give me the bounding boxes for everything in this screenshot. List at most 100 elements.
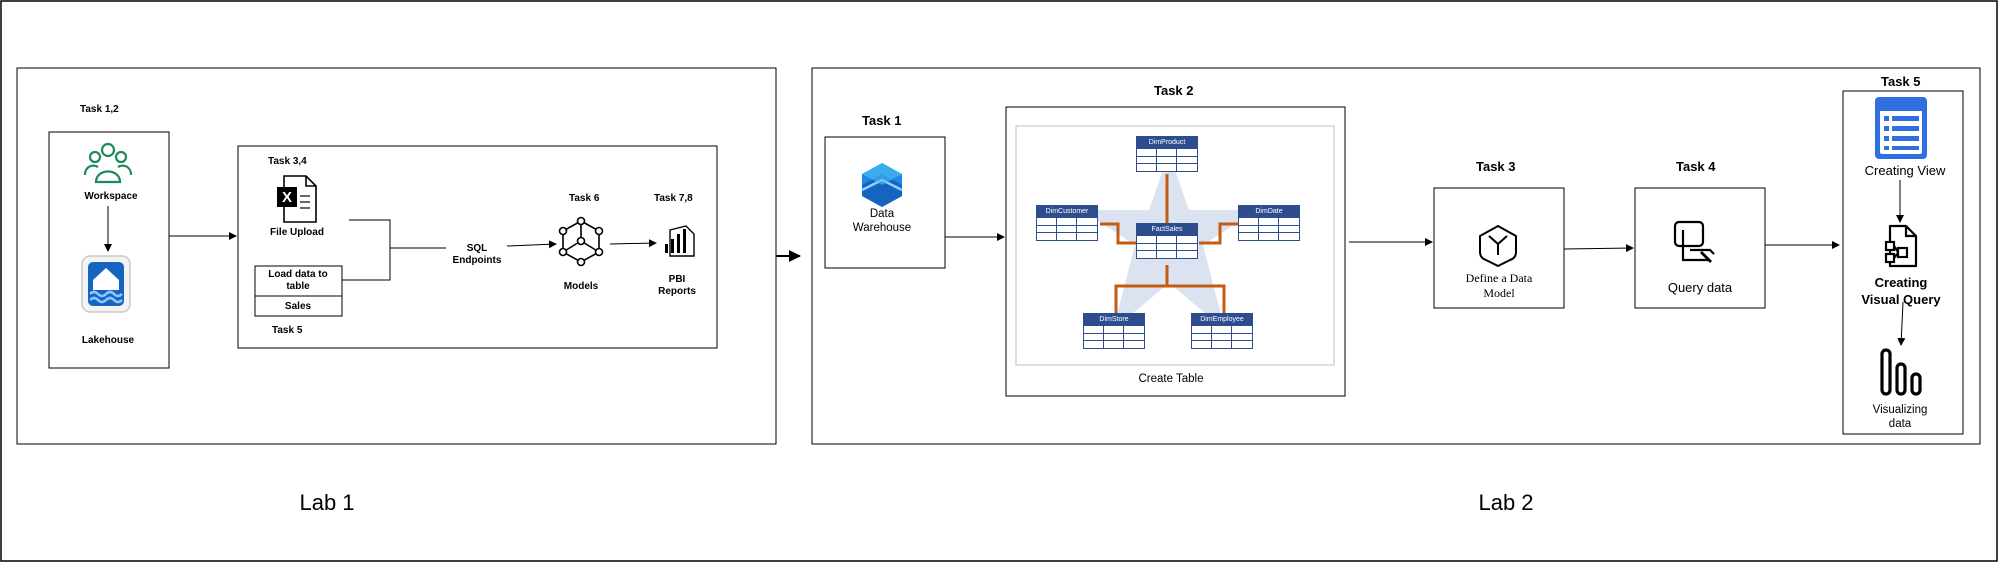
table-cell bbox=[1037, 232, 1057, 240]
table-dim-employee-header: DimEmployee bbox=[1192, 314, 1252, 325]
table-dim-store: DimStore bbox=[1083, 313, 1145, 349]
data-warehouse-label-line2: Warehouse bbox=[852, 222, 912, 234]
table-dim-customer: DimCustomer bbox=[1036, 205, 1098, 241]
pbi-reports-icon bbox=[665, 225, 695, 257]
table-cell bbox=[1137, 235, 1157, 243]
table-cell bbox=[1137, 148, 1157, 156]
lakehouse-label: Lakehouse bbox=[81, 335, 135, 346]
table-cell bbox=[1232, 325, 1252, 333]
table-cell bbox=[1157, 235, 1177, 243]
table-cell bbox=[1137, 163, 1157, 171]
table-cell bbox=[1077, 217, 1097, 225]
models-icon bbox=[558, 216, 604, 267]
table-dim-employee-grid bbox=[1192, 325, 1252, 348]
sales-label: Sales bbox=[284, 301, 312, 312]
table-cell bbox=[1057, 217, 1077, 225]
table-cell bbox=[1037, 224, 1057, 233]
data-model-icon bbox=[1479, 225, 1517, 267]
define-data-model-box bbox=[1433, 187, 1565, 309]
table-cell bbox=[1037, 217, 1057, 225]
excel-file-icon: X bbox=[277, 175, 317, 223]
query-data-label: Query data bbox=[1667, 280, 1733, 295]
table-cell bbox=[1137, 250, 1157, 258]
table-cell bbox=[1084, 332, 1104, 341]
lab2-task-1-label: Task 1 bbox=[862, 113, 902, 128]
table-cell bbox=[1232, 340, 1252, 348]
table-cell bbox=[1239, 217, 1259, 225]
table-cell bbox=[1057, 232, 1077, 240]
table-cell bbox=[1177, 163, 1197, 171]
table-cell bbox=[1177, 155, 1197, 164]
lab2-title: Lab 2 bbox=[1478, 490, 1534, 515]
table-fact-sales-header: FactSales bbox=[1137, 224, 1197, 235]
table-cell bbox=[1104, 332, 1124, 341]
table-cell bbox=[1192, 332, 1212, 341]
data-warehouse-label-line1: Data bbox=[869, 208, 895, 220]
table-cell bbox=[1057, 224, 1077, 233]
creating-view-label: Creating View bbox=[1864, 163, 1946, 178]
table-cell bbox=[1157, 250, 1177, 258]
table-cell bbox=[1212, 325, 1232, 333]
table-cell bbox=[1232, 332, 1252, 341]
table-cell bbox=[1104, 325, 1124, 333]
lab1-pipeline-box bbox=[237, 145, 718, 349]
table-cell bbox=[1124, 325, 1144, 333]
table-dim-customer-grid bbox=[1037, 217, 1097, 240]
table-cell bbox=[1212, 332, 1232, 341]
table-dim-date: DimDate bbox=[1238, 205, 1300, 241]
table-dim-employee: DimEmployee bbox=[1191, 313, 1253, 349]
visualizing-data-label-line1: Visualizing bbox=[1872, 404, 1928, 416]
relation-lines bbox=[1100, 174, 1240, 313]
lab2-task-2-label: Task 2 bbox=[1154, 83, 1194, 98]
table-cell bbox=[1279, 224, 1299, 233]
table-fact-sales-grid bbox=[1137, 235, 1197, 258]
table-dim-product-grid bbox=[1137, 148, 1197, 171]
pbi-reports-label-line2: Reports bbox=[658, 286, 696, 297]
load-data-table-box bbox=[254, 265, 343, 317]
table-cell bbox=[1157, 155, 1177, 164]
query-data-icon bbox=[1673, 220, 1715, 263]
table-cell bbox=[1279, 232, 1299, 240]
table-cell bbox=[1157, 163, 1177, 171]
create-table-box bbox=[1005, 106, 1346, 397]
creating-visual-query-label-line1: Creating bbox=[1874, 275, 1928, 290]
task-5-label: Task 5 bbox=[272, 325, 303, 336]
load-data-label-line1: Load data to bbox=[268, 269, 328, 280]
table-dim-date-header: DimDate bbox=[1239, 206, 1299, 217]
svg-text:X: X bbox=[282, 189, 292, 206]
lab2-task-4-label: Task 4 bbox=[1676, 159, 1716, 174]
table-cell bbox=[1084, 340, 1104, 348]
table-dim-product-header: DimProduct bbox=[1137, 137, 1197, 148]
table-cell bbox=[1077, 232, 1097, 240]
table-cell bbox=[1259, 217, 1279, 225]
table-cell bbox=[1104, 340, 1124, 348]
lab2-container bbox=[811, 67, 1981, 445]
create-table-label: Create Table bbox=[1138, 373, 1204, 385]
table-cell bbox=[1137, 155, 1157, 164]
lab1-title: Lab 1 bbox=[299, 490, 355, 515]
workspace-lakehouse-box bbox=[48, 131, 170, 369]
table-dim-store-grid bbox=[1084, 325, 1144, 348]
table-cell bbox=[1157, 242, 1177, 251]
table-cell bbox=[1077, 224, 1097, 233]
table-cell bbox=[1177, 250, 1197, 258]
table-fact-sales: FactSales bbox=[1136, 223, 1198, 259]
table-cell bbox=[1177, 148, 1197, 156]
table-cell bbox=[1192, 325, 1212, 333]
table-cell bbox=[1259, 232, 1279, 240]
sql-endpoints-label-line1: SQL bbox=[466, 243, 488, 254]
lab2-task-3-label: Task 3 bbox=[1476, 159, 1516, 174]
pbi-reports-label-line1: PBI bbox=[668, 274, 686, 285]
table-cell bbox=[1212, 340, 1232, 348]
table-cell bbox=[1239, 232, 1259, 240]
table-cell bbox=[1084, 325, 1104, 333]
data-warehouse-box bbox=[824, 136, 946, 269]
table-cell bbox=[1137, 242, 1157, 251]
table-dim-customer-header: DimCustomer bbox=[1037, 206, 1097, 217]
define-data-model-label-line1: Define a Data bbox=[1465, 271, 1533, 285]
table-cell bbox=[1124, 340, 1144, 348]
models-label: Models bbox=[563, 281, 599, 292]
table-cell bbox=[1177, 242, 1197, 251]
